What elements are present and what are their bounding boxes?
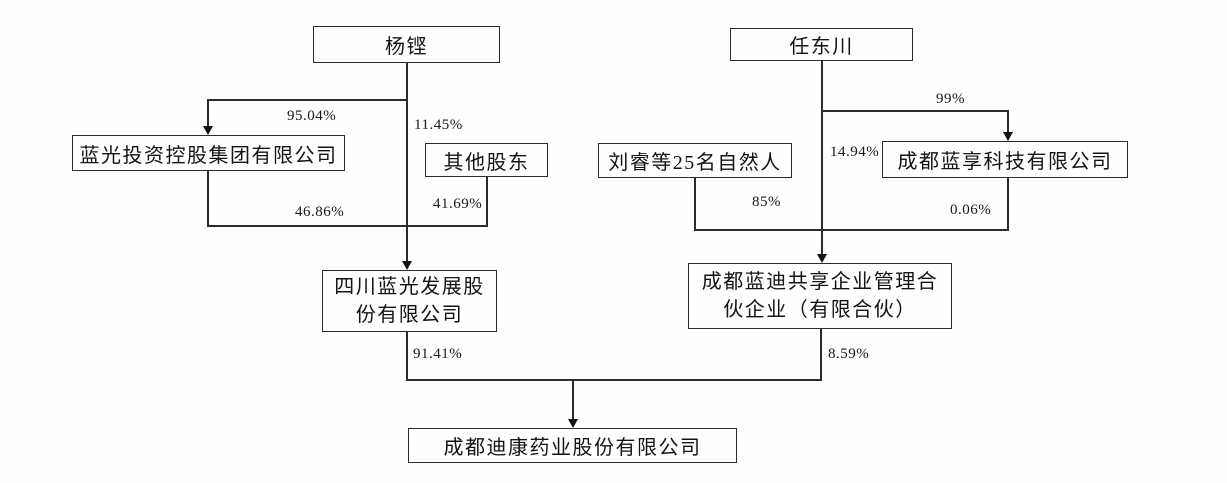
connector-line bbox=[1007, 110, 1009, 133]
node-yang-keng: 杨铿 bbox=[313, 26, 500, 63]
arrow-down-icon bbox=[402, 261, 412, 270]
connector-line bbox=[694, 229, 1009, 231]
arrow-down-icon bbox=[568, 419, 578, 428]
node-other-shareholders: 其他股东 bbox=[425, 143, 548, 177]
ownership-percentage: 91.41% bbox=[413, 346, 463, 362]
node-sichuan-blueray-development: 四川蓝光发展股 份有限公司 bbox=[322, 270, 497, 332]
node-label: 蓝光投资控股集团有限公司 bbox=[79, 144, 338, 167]
arrow-down-icon bbox=[817, 254, 827, 263]
node-label: 成都蓝享科技有限公司 bbox=[897, 151, 1113, 173]
node-label: 其他股东 bbox=[443, 151, 530, 174]
node-chengdu-landi-partnership: 成都蓝迪共享企业管理合 伙企业（有限合伙） bbox=[688, 263, 952, 329]
node-label: 成都迪康药业股份有限公司 bbox=[443, 437, 702, 459]
ownership-percentage: 0.06% bbox=[950, 202, 992, 218]
ownership-percentage: 41.69% bbox=[433, 196, 483, 212]
node-chengdu-dikang-pharma: 成都迪康药业股份有限公司 bbox=[408, 428, 737, 463]
connector-line bbox=[406, 379, 822, 381]
ownership-percentage: 14.94% bbox=[830, 144, 880, 160]
node-chengdu-lanxiang-tech: 成都蓝享科技有限公司 bbox=[882, 141, 1128, 178]
node-label-line1: 成都蓝迪共享企业管理合 bbox=[701, 271, 939, 293]
connector-line bbox=[406, 332, 408, 381]
ownership-percentage: 11.45% bbox=[414, 117, 463, 133]
connector-line bbox=[207, 99, 209, 127]
connector-line bbox=[821, 110, 1009, 112]
connector-line bbox=[486, 177, 488, 227]
node-label-line2: 份有限公司 bbox=[355, 304, 464, 326]
node-label: 杨铿 bbox=[385, 36, 428, 58]
ownership-percentage: 99% bbox=[936, 91, 965, 107]
connector-line bbox=[572, 379, 574, 421]
connector-line bbox=[207, 171, 209, 227]
node-blueray-investment: 蓝光投资控股集团有限公司 bbox=[72, 135, 345, 171]
connector-line bbox=[207, 225, 488, 227]
ownership-percentage: 85% bbox=[752, 194, 781, 210]
ownership-percentage: 8.59% bbox=[828, 346, 870, 362]
node-liu-rui-natural-persons: 刘睿等25名自然人 bbox=[598, 143, 792, 178]
connector-line bbox=[406, 63, 408, 262]
ownership-percentage: 95.04% bbox=[287, 108, 337, 124]
connector-line bbox=[207, 99, 408, 101]
arrow-down-icon bbox=[203, 126, 213, 135]
connector-line bbox=[821, 61, 823, 255]
connector-line bbox=[694, 178, 696, 231]
connector-line bbox=[820, 329, 822, 381]
node-label: 刘睿等25名自然人 bbox=[608, 152, 782, 174]
node-label-line1: 四川蓝光发展股 bbox=[334, 276, 485, 298]
connector-line bbox=[1007, 178, 1009, 231]
node-label: 任东川 bbox=[789, 36, 854, 58]
node-ren-dongchuan: 任东川 bbox=[730, 28, 913, 61]
arrow-down-icon bbox=[1003, 132, 1013, 141]
node-label-line2: 伙企业（有限合伙） bbox=[723, 299, 917, 321]
ownership-percentage: 46.86% bbox=[295, 204, 345, 220]
